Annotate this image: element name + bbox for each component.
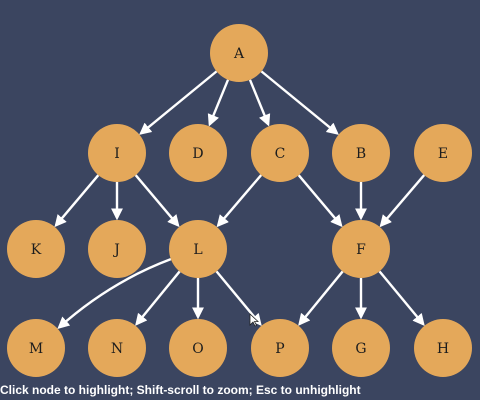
node-circle [251,319,309,377]
edge-a-d [207,79,230,127]
node-label: B [356,146,366,162]
node-circle [332,124,390,182]
graph-node-f[interactable]: F [332,220,390,278]
node-circle [169,124,227,182]
node-circle [414,124,472,182]
graph-node-p[interactable]: P [251,319,309,377]
node-label: P [275,341,284,357]
node-label: E [438,146,448,162]
edge-i-l [134,174,180,228]
node-circle [332,220,390,278]
node-circle [169,220,227,278]
graph-node-b[interactable]: B [332,124,390,182]
node-label: M [29,341,43,357]
edge-c-f [297,174,343,228]
node-label: O [192,341,203,357]
node-label: K [31,242,42,258]
graph-node-j[interactable]: J [88,220,146,278]
node-label: L [193,242,202,258]
graph-node-n[interactable]: N [88,319,146,377]
graph-node-a[interactable]: A [210,24,268,82]
edge-a-b [260,70,339,135]
node-circle [332,319,390,377]
node-circle [169,319,227,377]
edge-f-p [298,270,344,326]
edge-l-p [215,270,262,326]
mouse-cursor-icon [249,313,259,327]
graph-node-c[interactable]: C [251,124,309,182]
edge-e-f [379,174,426,228]
node-label: N [111,341,123,357]
edge-c-l [216,174,263,228]
node-circle [88,220,146,278]
node-label: J [112,242,120,258]
graph-node-k[interactable]: K [7,220,65,278]
node-circle [414,319,472,377]
node-circle [88,319,146,377]
nodes-layer: A I D C B E K J L F M N O P G H [7,24,472,377]
graph-node-g[interactable]: G [332,319,390,377]
node-circle [7,319,65,377]
edge-a-c [248,79,271,127]
node-label: C [275,146,286,162]
node-label: I [114,146,120,162]
edge-l-m [57,258,172,329]
graph-node-d[interactable]: D [169,124,227,182]
edge-a-i [139,70,218,135]
status-hint: Click node to highlight; Shift-scroll to… [0,383,361,397]
edge-f-h [378,270,425,326]
graph-node-e[interactable]: E [414,124,472,182]
node-label: A [233,46,245,62]
node-label: D [192,146,203,162]
node-label: H [437,341,449,357]
node-label: G [355,341,366,357]
graph-node-l[interactable]: L [169,220,227,278]
node-circle [7,220,65,278]
node-circle [251,124,309,182]
graph-node-h[interactable]: H [414,319,472,377]
node-label: F [356,242,366,258]
node-circle [88,124,146,182]
node-circle [210,24,268,82]
graph-node-o[interactable]: O [169,319,227,377]
edge-i-k [54,174,100,228]
edge-l-n [135,270,181,326]
graph-node-m[interactable]: M [7,319,65,377]
graph-node-i[interactable]: I [88,124,146,182]
edges-layer [54,70,426,329]
